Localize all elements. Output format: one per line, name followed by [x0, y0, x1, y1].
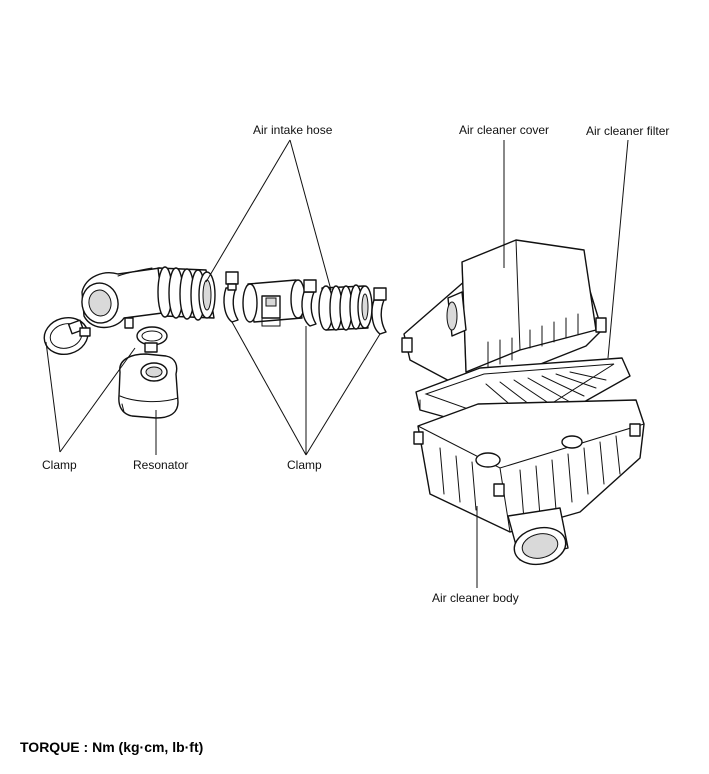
air-cleaner-body-part — [413, 399, 645, 566]
label-air-cleaner-filter: Air cleaner filter — [586, 124, 670, 138]
bellows-hose-part — [157, 266, 216, 321]
label-clamp-center: Clamp — [287, 458, 322, 472]
short-hose-part — [318, 284, 373, 331]
label-clamp-left: Clamp — [42, 458, 77, 472]
clamp-left-part — [43, 317, 91, 355]
torque-units-note: TORQUE : Nm (kg·cm, lb·ft) — [20, 739, 204, 755]
small-clamp-part — [136, 326, 168, 353]
clamp-center-mid-part — [301, 279, 317, 327]
resonator-part — [118, 353, 179, 419]
airflow-sensor-part — [242, 279, 306, 327]
label-resonator: Resonator — [133, 458, 189, 472]
label-air-cleaner-body: Air cleaner body — [432, 591, 519, 605]
elbow-hose-part — [81, 267, 171, 329]
air-cleaner-cover-part — [401, 239, 607, 393]
label-air-intake-hose: Air intake hose — [253, 123, 333, 137]
clamp-center-left-part — [223, 271, 239, 323]
label-air-cleaner-cover: Air cleaner cover — [459, 123, 550, 137]
clamp-center-right-part — [371, 287, 387, 335]
leader-lines — [45, 139, 629, 588]
